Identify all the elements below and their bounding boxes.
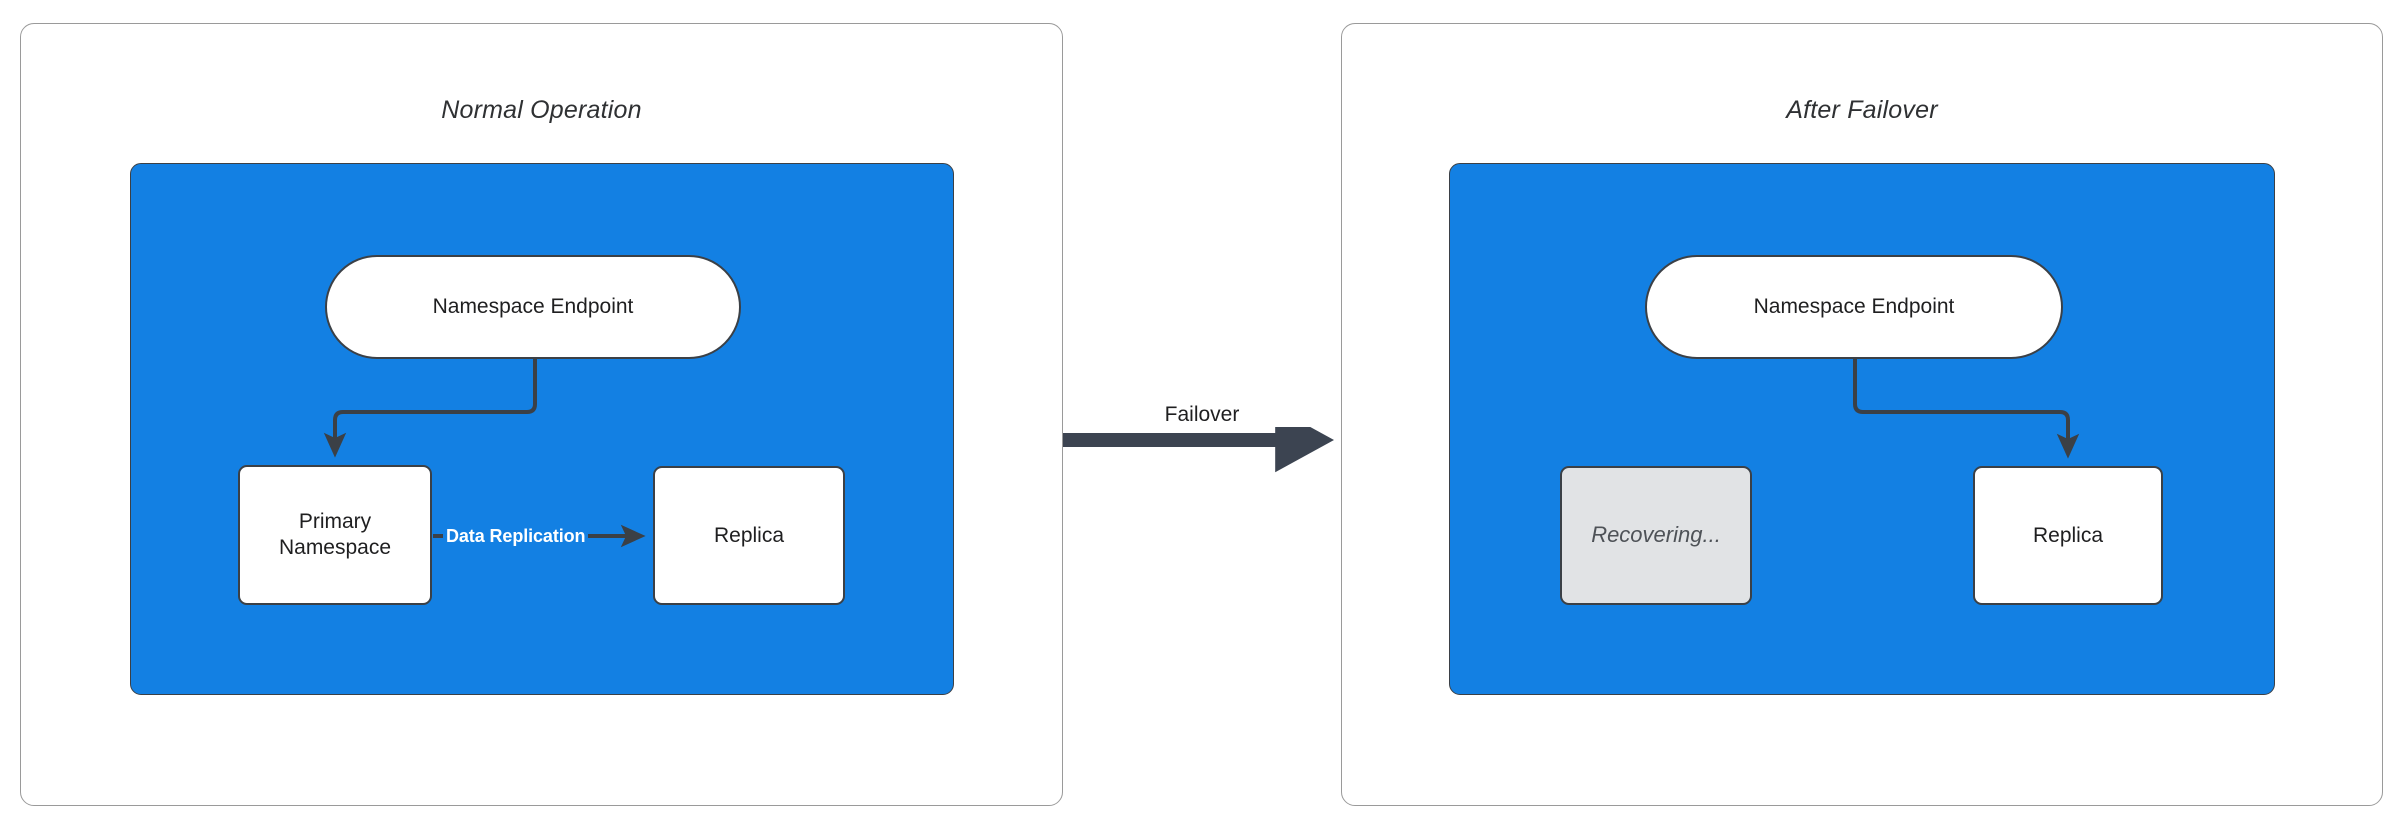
node-namespace-endpoint-left[interactable]: Namespace Endpoint [325,255,741,359]
cluster-after-failover [1449,163,2275,695]
node-replica-right[interactable]: Replica [1973,466,2163,605]
panel-title-right: After Failover [1786,96,1938,124]
edge-label-data-replication: Data Replication [443,526,589,547]
node-primary-namespace[interactable]: Primary Namespace [238,465,432,605]
edge-label-failover: Failover [1063,403,1341,427]
node-recovering[interactable]: Recovering... [1560,466,1752,605]
node-namespace-endpoint-right[interactable]: Namespace Endpoint [1645,255,2063,359]
panel-title-left: Normal Operation [441,96,642,124]
node-replica-left[interactable]: Replica [653,466,845,605]
cluster-normal-operation [130,163,954,695]
